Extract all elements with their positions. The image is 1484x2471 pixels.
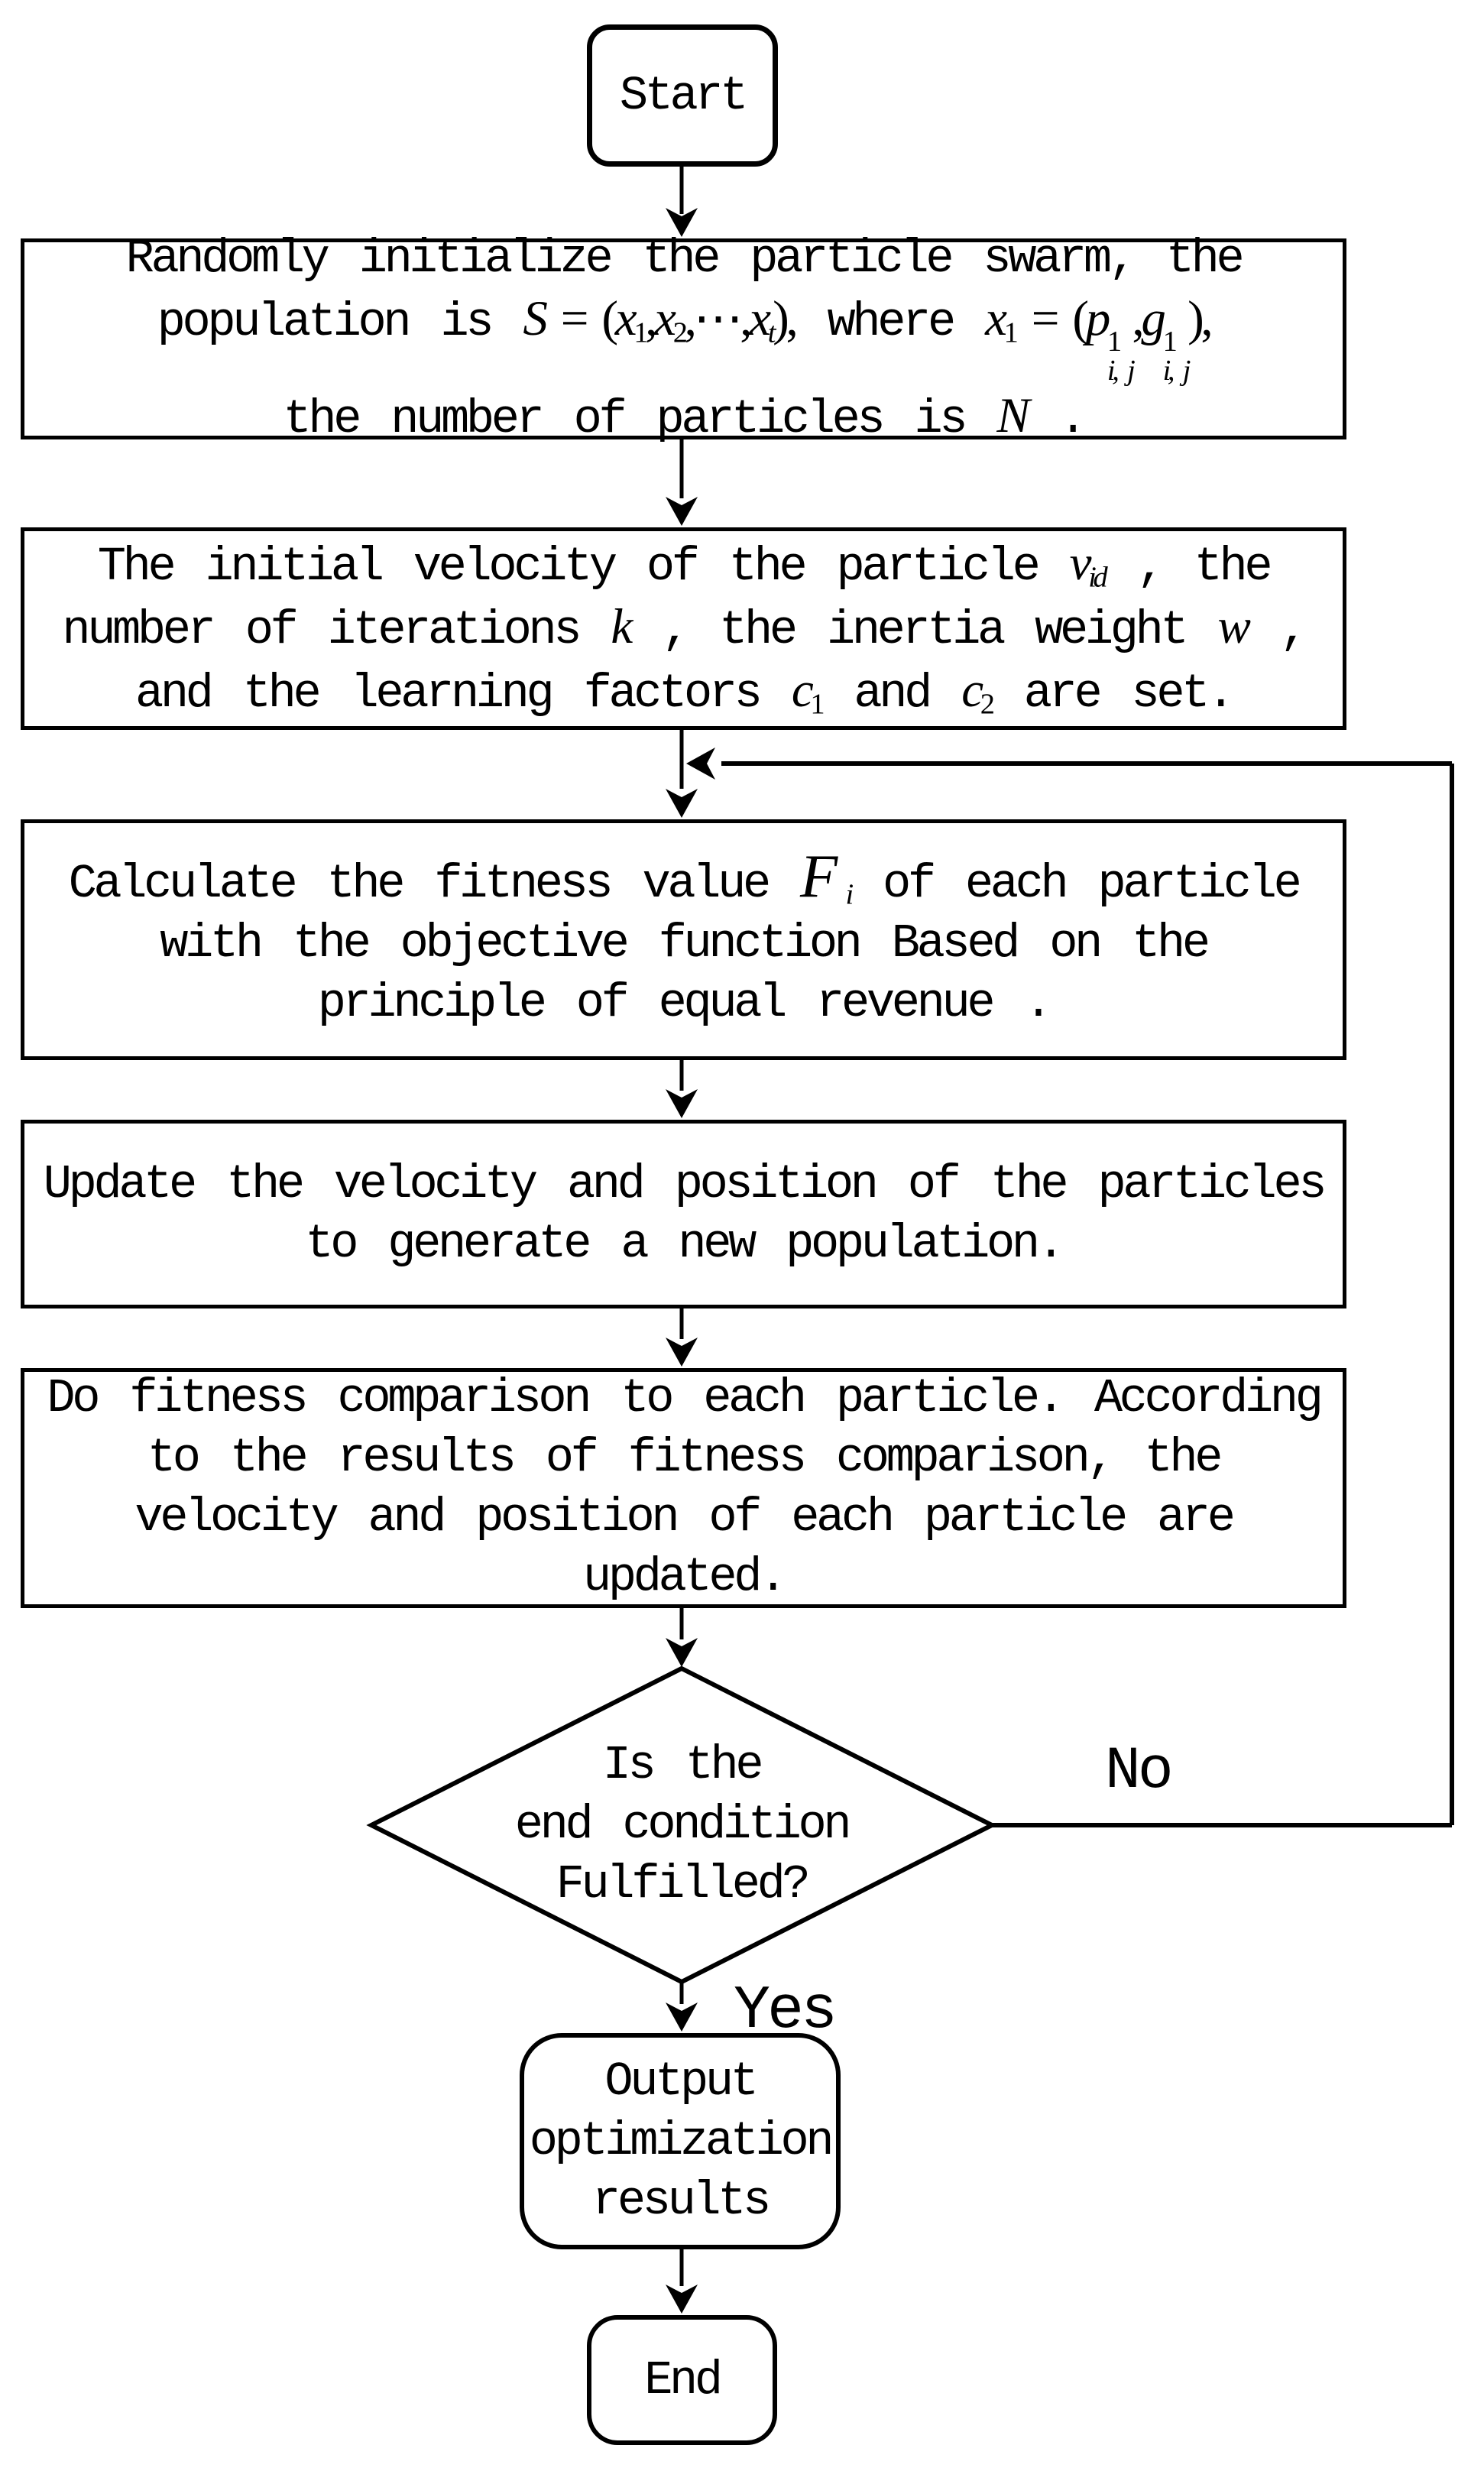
feedback-arrowhead [686, 747, 715, 780]
start-node: Start [587, 24, 778, 167]
arrow-init-to-params-head [666, 497, 698, 526]
set-parameters-box: The initial velocity of the particle vid… [21, 527, 1346, 730]
init-swarm-text: Randomly initialize the particle swarm, … [125, 231, 1245, 446]
arrow-params-to-fitness-head [666, 789, 698, 818]
start-label: Start [619, 68, 749, 123]
update-velocity-box: Update the velocity and position of the … [21, 1120, 1346, 1308]
arrow-update-to-comparison-head [666, 1338, 698, 1367]
branch-label-no: No [1105, 1742, 1174, 1801]
arrow-comparison-to-decision-head [666, 1638, 698, 1667]
yes-label-text: Yes [734, 1976, 838, 2046]
branch-label-yes: Yes [734, 1981, 838, 2042]
arrow-start-to-init-head [666, 208, 698, 237]
end-label: End [644, 2353, 723, 2408]
calculate-fitness-text: Calculate the fitness value F i of each … [68, 842, 1302, 1030]
fitness-comparison-text: Do fitness comparison to each particle. … [47, 1371, 1324, 1604]
arrow-fitness-to-update-head [666, 1089, 698, 1118]
no-label-text: No [1105, 1738, 1174, 1805]
arrow-decision-to-output-head [666, 2002, 698, 2032]
calculate-fitness-box: Calculate the fitness value F i of each … [21, 819, 1346, 1060]
end-node: End [587, 2315, 777, 2445]
fitness-comparison-box: Do fitness comparison to each particle. … [21, 1368, 1346, 1608]
arrow-output-to-end-head [666, 2285, 698, 2314]
update-velocity-text: Update the velocity and position of the … [43, 1156, 1327, 1271]
init-swarm-box: Randomly initialize the particle swarm, … [21, 232, 1346, 446]
set-parameters-text: The initial velocity of the particle vid… [62, 536, 1308, 721]
